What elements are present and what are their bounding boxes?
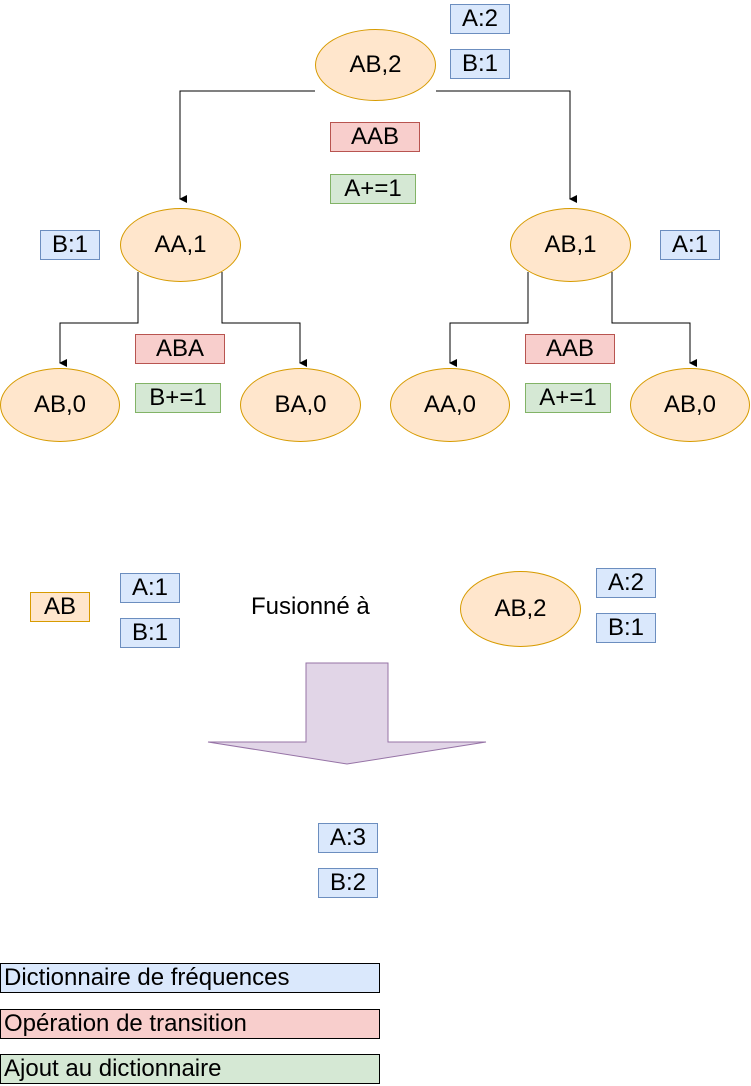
op-right: AAB: [525, 334, 615, 364]
merge-target-node: AB,2: [460, 571, 581, 647]
freq-right: A:1: [660, 230, 720, 260]
tree-leaf-3: AA,0: [390, 368, 510, 442]
freq-root-b: B:1: [450, 49, 510, 79]
edge-left-leaf1: [59, 272, 139, 367]
freq-root-a: A:2: [450, 4, 510, 34]
merge-token-freq-b: B:1: [120, 618, 180, 648]
legend-frequency: Dictionnaire de fréquences: [0, 963, 380, 993]
tree-node-left: AA,1: [120, 208, 241, 282]
edge-left-leaf2: [221, 272, 307, 367]
merge-target-freq-b: B:1: [596, 613, 656, 643]
add-right: A+=1: [525, 383, 611, 413]
op-root: AAB: [330, 122, 420, 152]
tree-leaf-4: AB,0: [630, 368, 750, 442]
node-label: BA,0: [274, 391, 327, 418]
merge-label: Fusionné à: [251, 593, 370, 620]
result-freq-b: B:2: [318, 868, 378, 898]
merge-token: AB: [30, 592, 90, 622]
freq-left: B:1: [40, 230, 100, 260]
edge-root-right: [436, 90, 577, 203]
node-label: AB,2: [494, 595, 547, 622]
node-label: AB,0: [663, 391, 717, 418]
edge-root-left: [179, 90, 315, 203]
merge-arrow: [207, 662, 487, 765]
node-label: AB,2: [349, 51, 402, 78]
node-label: AA,0: [423, 391, 477, 418]
node-label: AB,0: [33, 391, 87, 418]
node-label: AA,1: [154, 231, 207, 258]
legend-transition: Opération de transition: [0, 1009, 380, 1039]
legend-addition: Ajout au dictionnaire: [0, 1054, 380, 1084]
op-left: ABA: [135, 334, 225, 364]
result-freq-a: A:3: [318, 823, 378, 853]
tree-leaf-2: BA,0: [240, 368, 361, 442]
tree-leaf-1: AB,0: [0, 368, 120, 442]
node-label: AB,1: [544, 231, 597, 258]
merge-target-freq-a: A:2: [596, 568, 656, 598]
add-left: B+=1: [135, 383, 221, 413]
merge-token-freq-a: A:1: [120, 573, 180, 603]
tree-node-root: AB,2: [315, 29, 436, 101]
edge-right-leaf4: [611, 272, 697, 367]
tree-node-right: AB,1: [510, 208, 631, 282]
add-root: A+=1: [330, 174, 416, 204]
edge-right-leaf3: [449, 272, 529, 367]
